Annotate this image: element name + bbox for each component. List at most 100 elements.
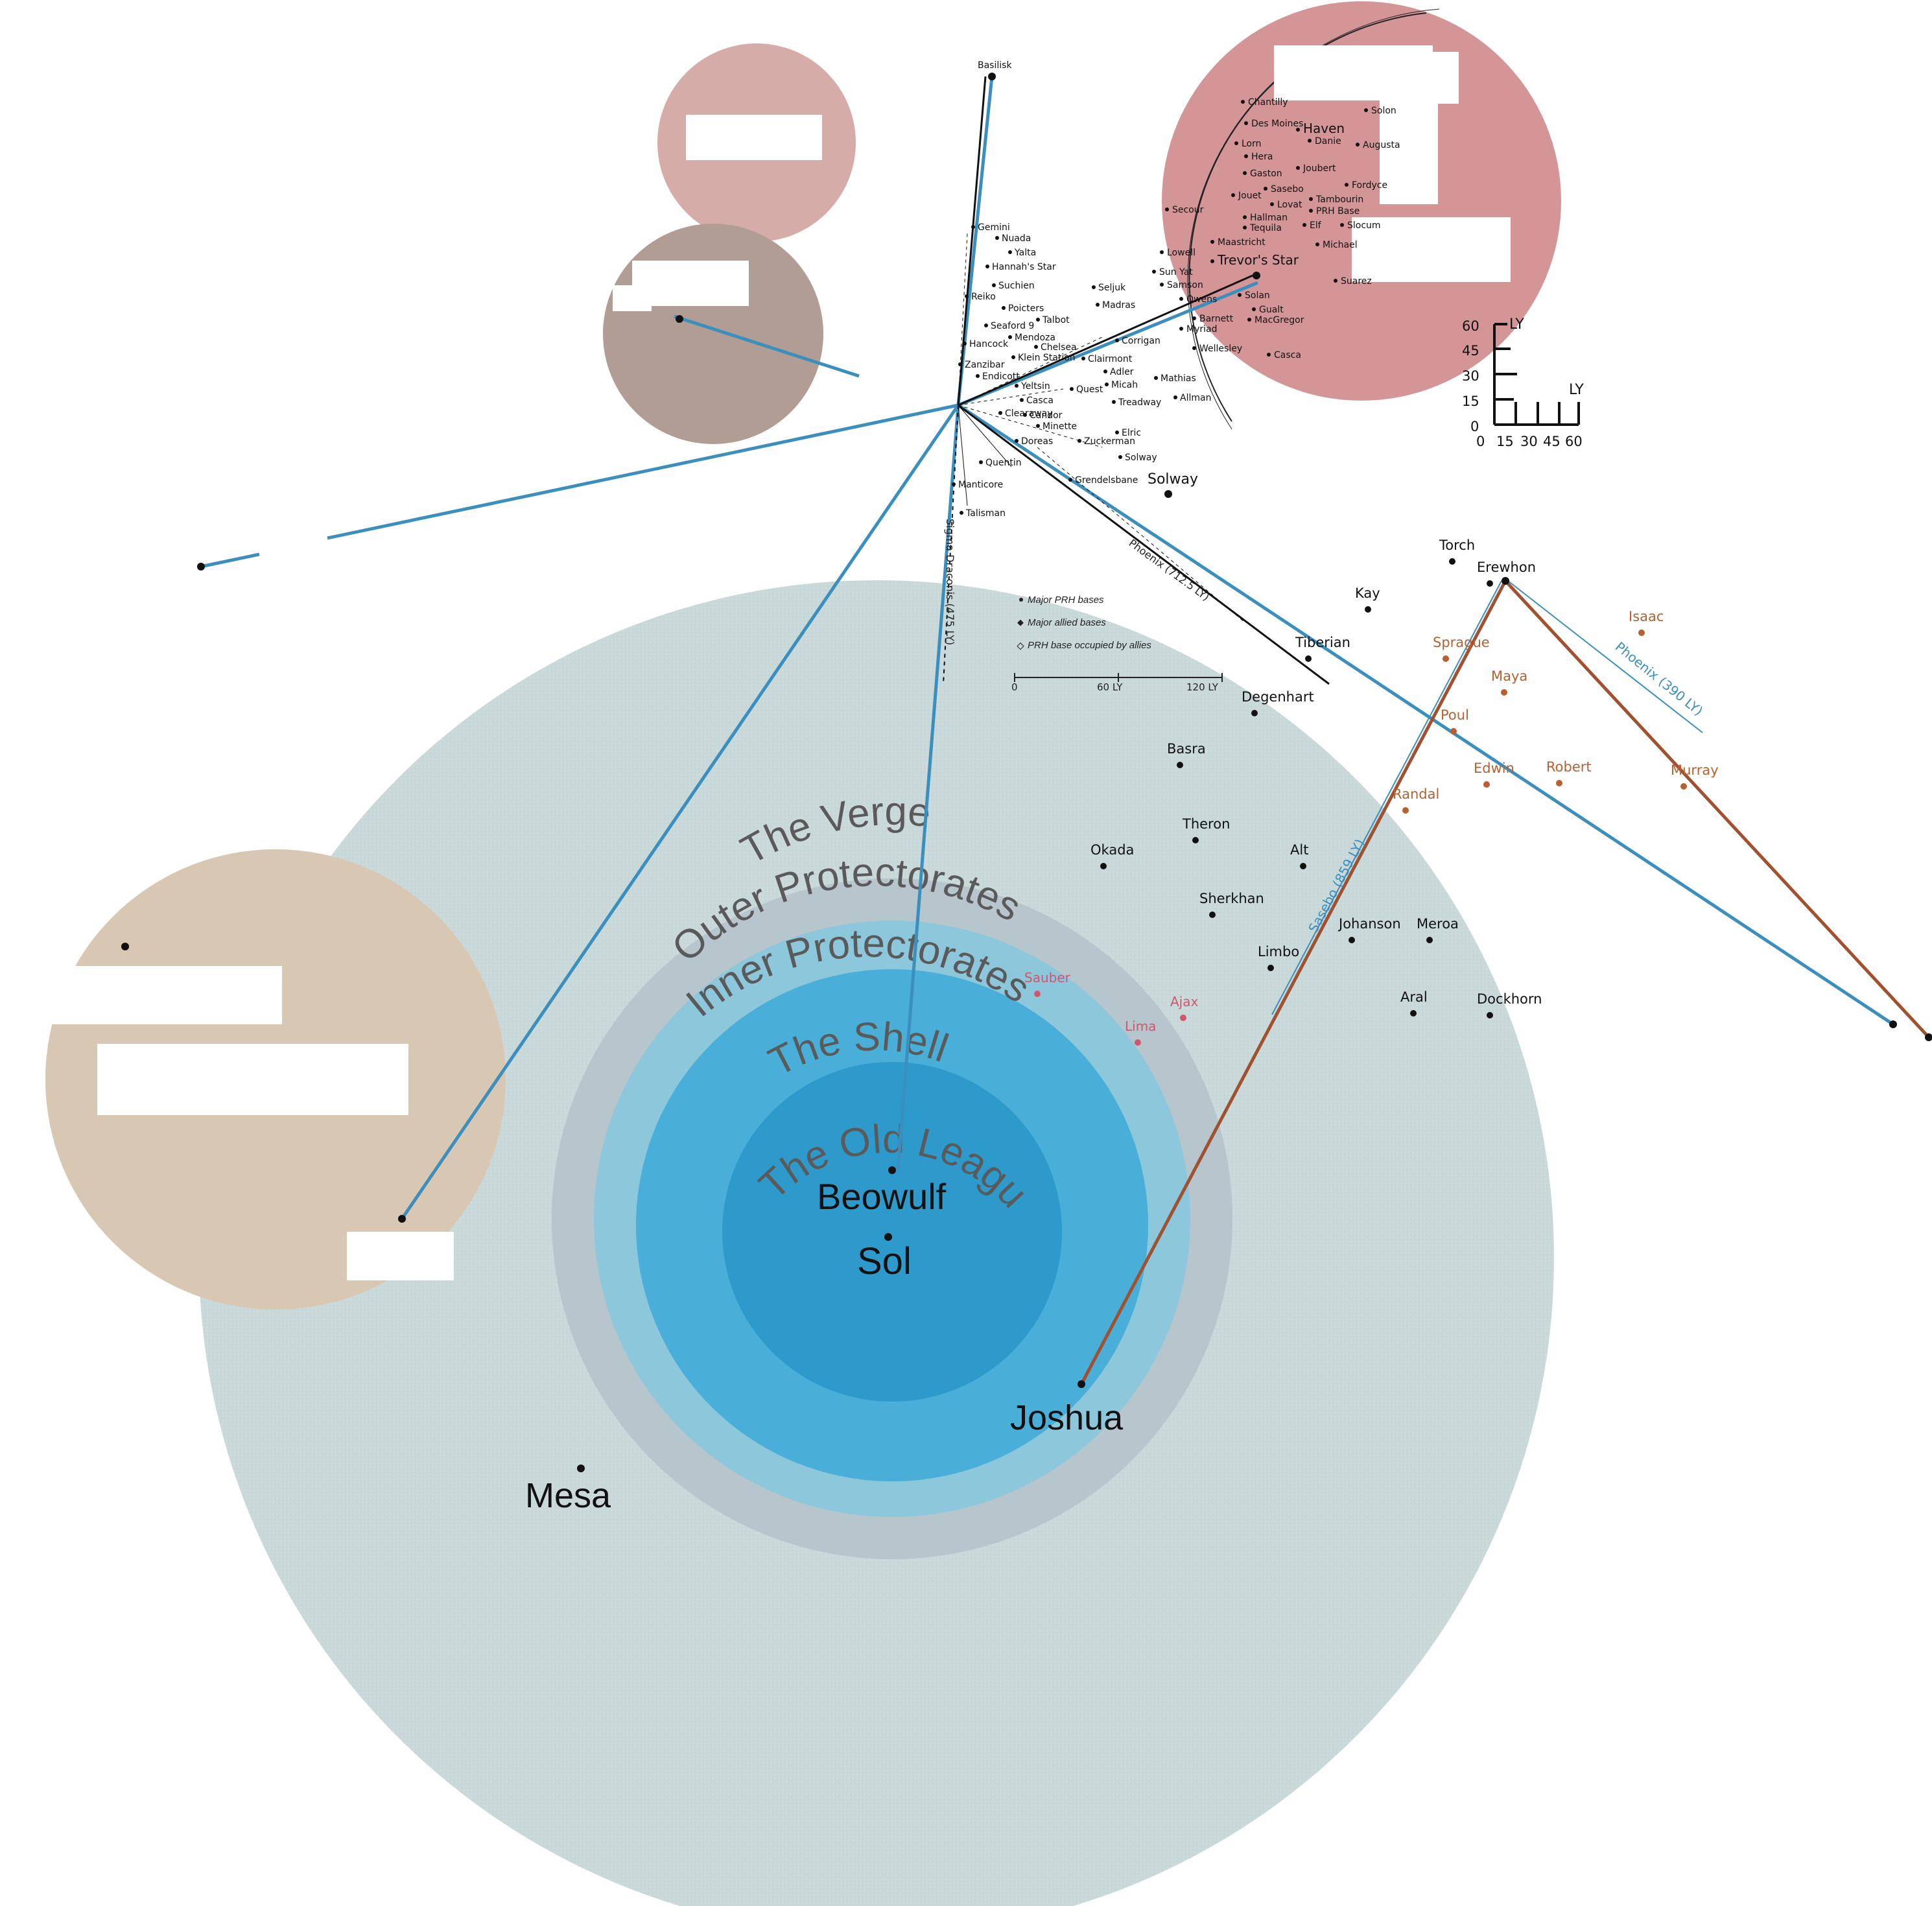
- system-label[interactable]: Tambourin: [1315, 194, 1363, 205]
- system-label[interactable]: Allman: [1180, 393, 1211, 403]
- system-label[interactable]: Micah: [1111, 380, 1138, 390]
- system-label[interactable]: Clairmont: [1088, 354, 1133, 364]
- system-label[interactable]: Zanzibar: [965, 360, 1005, 370]
- system-label[interactable]: Sprague: [1433, 635, 1490, 650]
- system-label[interactable]: Maya: [1491, 668, 1527, 684]
- system-basilisk[interactable]: Basilisk: [978, 60, 1012, 71]
- system-label[interactable]: Hera: [1251, 152, 1273, 162]
- system-label[interactable]: Limbo: [1258, 944, 1299, 959]
- system-label[interactable]: Dockhorn: [1477, 991, 1542, 1007]
- system-label[interactable]: Wellesley: [1199, 344, 1242, 354]
- system-label[interactable]: Michael: [1323, 240, 1358, 250]
- system-mesa[interactable]: Mesa: [525, 1476, 611, 1515]
- system-label[interactable]: Augusta: [1363, 140, 1400, 150]
- system-label[interactable]: Endicott: [982, 371, 1020, 382]
- system-label[interactable]: Quest: [1076, 384, 1103, 395]
- system-label[interactable]: Solan: [1245, 290, 1270, 301]
- system-label[interactable]: PRH Base: [1316, 206, 1360, 217]
- system-label[interactable]: Casca: [1026, 395, 1054, 406]
- system-label[interactable]: Theron: [1182, 816, 1230, 832]
- system-label[interactable]: Grendelsbane: [1075, 475, 1138, 486]
- system-label[interactable]: Madras: [1102, 300, 1135, 311]
- system-label[interactable]: Hannah's Star: [992, 262, 1056, 272]
- system-label[interactable]: Gaston: [1250, 169, 1282, 179]
- system-label[interactable]: Robert: [1546, 759, 1592, 775]
- system-label[interactable]: Poicters: [1008, 303, 1044, 314]
- system-label[interactable]: Chantilly: [1248, 97, 1288, 108]
- system-label[interactable]: Sherkhan: [1199, 891, 1264, 906]
- system-label[interactable]: Des Moines: [1251, 119, 1303, 129]
- system-label[interactable]: Alt: [1290, 842, 1308, 858]
- system-label[interactable]: Barnett: [1199, 314, 1234, 324]
- system-label[interactable]: Suchien: [998, 281, 1035, 291]
- system-label[interactable]: Meroa: [1417, 916, 1459, 932]
- system-label[interactable]: Hancock: [969, 339, 1009, 349]
- system-label[interactable]: Haven: [1303, 121, 1345, 136]
- system-label[interactable]: Elf: [1310, 220, 1322, 231]
- system-label[interactable]: Klein Station: [1018, 353, 1076, 363]
- system-label[interactable]: Gualt: [1259, 305, 1284, 315]
- system-label[interactable]: Owens: [1186, 294, 1217, 305]
- system-label[interactable]: MacGregor: [1255, 315, 1304, 325]
- system-solway-big[interactable]: Solway: [1148, 471, 1198, 488]
- system-label[interactable]: Reiko: [971, 292, 996, 302]
- system-label[interactable]: Adler: [1110, 367, 1134, 377]
- system-label[interactable]: Sauber: [1024, 970, 1071, 985]
- system-beowulf[interactable]: Beowulf: [817, 1176, 947, 1217]
- system-label[interactable]: Lovat: [1277, 200, 1302, 210]
- system-label[interactable]: Basra: [1167, 741, 1206, 757]
- system-label[interactable]: Randal: [1393, 786, 1439, 802]
- system-label[interactable]: Seljuk: [1098, 283, 1126, 293]
- system-label[interactable]: Myriad: [1186, 324, 1217, 335]
- system-label[interactable]: Doreas: [1021, 436, 1053, 447]
- system-label[interactable]: Johanson: [1337, 916, 1401, 932]
- system-label[interactable]: Joubert: [1302, 163, 1336, 174]
- system-label[interactable]: Suarez: [1341, 276, 1372, 287]
- system-label[interactable]: Aral: [1400, 989, 1428, 1005]
- system-label[interactable]: Poul: [1441, 707, 1469, 723]
- system-label[interactable]: Corrigan: [1122, 336, 1160, 346]
- system-label[interactable]: Fordyce: [1352, 180, 1387, 191]
- system-label[interactable]: Yalta: [1014, 248, 1036, 258]
- system-label[interactable]: Mathias: [1160, 373, 1196, 384]
- system-label[interactable]: Yeltsin: [1020, 381, 1050, 392]
- system-label[interactable]: Tequila: [1249, 223, 1282, 233]
- system-label[interactable]: Gemini: [978, 222, 1010, 233]
- system-label[interactable]: Sasebo: [1271, 184, 1304, 194]
- system-label[interactable]: Elric: [1122, 428, 1141, 438]
- system-label[interactable]: Torch: [1439, 537, 1475, 553]
- system-label[interactable]: Hallman: [1250, 213, 1288, 223]
- system-label[interactable]: Danie: [1315, 136, 1341, 147]
- system-label[interactable]: Zuckerman: [1084, 436, 1135, 447]
- system-label[interactable]: Trevor's Star: [1217, 252, 1299, 268]
- system-label[interactable]: Edwin: [1474, 760, 1514, 776]
- system-label[interactable]: Solway: [1125, 453, 1157, 463]
- system-label[interactable]: Seaford 9: [991, 321, 1034, 331]
- system-label[interactable]: Slocum: [1347, 220, 1381, 231]
- system-label[interactable]: Samson: [1167, 280, 1203, 290]
- system-label[interactable]: Quentin: [985, 458, 1022, 468]
- system-label[interactable]: Nuada: [1002, 233, 1031, 244]
- system-joshua[interactable]: Joshua: [1010, 1398, 1124, 1437]
- system-label[interactable]: Jouet: [1238, 191, 1262, 201]
- system-label[interactable]: Maastricht: [1218, 237, 1266, 248]
- system-sol[interactable]: Sol: [857, 1240, 912, 1282]
- system-label[interactable]: Erewhon: [1477, 559, 1536, 575]
- system-label[interactable]: Lorn: [1242, 139, 1262, 149]
- system-label[interactable]: Tiberian: [1295, 635, 1350, 650]
- system-label[interactable]: Talisman: [965, 508, 1006, 519]
- system-label[interactable]: Talbot: [1042, 315, 1070, 325]
- system-label[interactable]: Secour: [1172, 205, 1204, 215]
- system-label[interactable]: Casca: [1274, 350, 1301, 360]
- system-label[interactable]: Ajax: [1170, 994, 1198, 1009]
- system-label[interactable]: Mendoza: [1015, 333, 1055, 343]
- system-label[interactable]: Kay: [1355, 585, 1380, 601]
- system-label[interactable]: Treadway: [1118, 397, 1161, 408]
- system-label[interactable]: Clearaway: [1005, 408, 1053, 419]
- system-label[interactable]: Chelsea: [1041, 342, 1077, 353]
- system-label[interactable]: Lima: [1125, 1018, 1156, 1034]
- system-label[interactable]: Solon: [1371, 106, 1396, 116]
- system-label[interactable]: Candor: [1030, 410, 1063, 421]
- system-label[interactable]: Manticore: [958, 480, 1003, 490]
- system-label[interactable]: Isaac: [1629, 609, 1664, 624]
